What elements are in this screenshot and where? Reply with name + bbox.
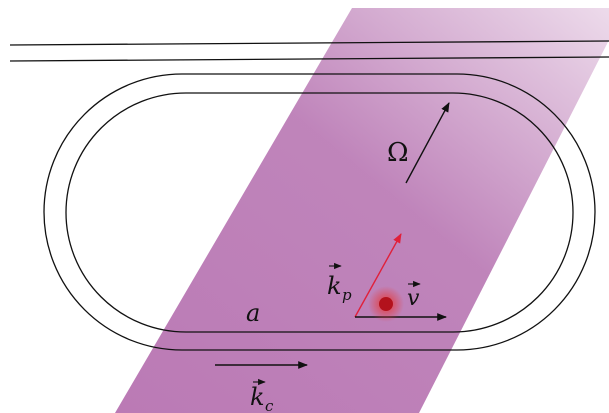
racetrack-inner [65, 92, 574, 333]
svg-text:k: k [327, 272, 342, 300]
laser-beam-band [115, 8, 609, 413]
bus-waveguide-top [9, 40, 609, 46]
kp-vector-arrow [354, 233, 402, 318]
bus-waveguide-bottom [9, 56, 609, 62]
svg-text:c: c [265, 397, 274, 413]
svg-text:v: v [407, 286, 420, 311]
svg-text:p: p [342, 286, 352, 304]
omega-arrow [405, 102, 450, 184]
particle [379, 297, 393, 311]
radius-label-a: a [246, 299, 260, 327]
v-label: v [407, 280, 421, 311]
kp-label: k p [327, 262, 352, 304]
kc-label: k c [250, 378, 274, 413]
omega-label: Ω [387, 138, 409, 168]
racetrack-outer [43, 73, 596, 351]
svg-text:k: k [250, 383, 265, 411]
